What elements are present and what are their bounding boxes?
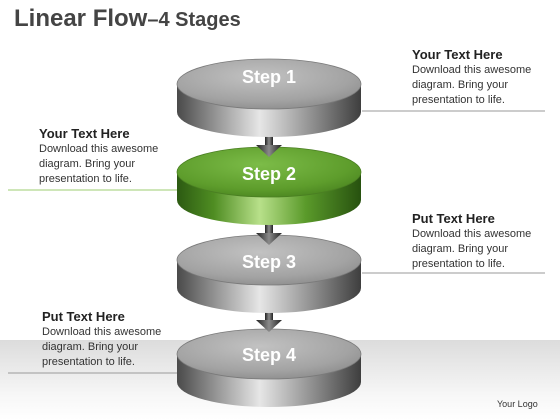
- note-heading-1: Your Text Here: [412, 47, 503, 62]
- stage-label-2: Step 2: [242, 164, 296, 184]
- title-main: Linear Flow: [14, 5, 148, 32]
- text-note-4: Put Text Here Download this awesome diag…: [42, 309, 192, 370]
- note-heading-2: Your Text Here: [39, 126, 130, 141]
- slide-title: Linear Flow–4 Stages: [14, 5, 241, 33]
- flow-arrow-1: [256, 133, 282, 157]
- flow-arrow-3: [256, 308, 282, 332]
- text-note-1: Your Text Here Download this awesome dia…: [412, 47, 560, 108]
- note-heading-4: Put Text Here: [42, 309, 125, 324]
- title-separator: –: [147, 9, 159, 31]
- stage-disk-3: Step 3: [176, 234, 362, 313]
- stage-label-1: Step 1: [242, 67, 296, 87]
- stage-disk-4: Step 4: [176, 328, 362, 407]
- note-body-2: Download this awesome diagram. Bring you…: [39, 143, 159, 185]
- text-note-2: Your Text Here Download this awesome dia…: [39, 126, 189, 187]
- flow-arrow-2: [256, 221, 282, 245]
- note-body-4: Download this awesome diagram. Bring you…: [42, 326, 162, 368]
- logo-placeholder: Your Logo: [497, 399, 538, 409]
- stage-label-4: Step 4: [242, 345, 296, 365]
- stage-disk-2: Step 2: [176, 146, 362, 225]
- note-body-3: Download this awesome diagram. Bring you…: [412, 228, 532, 270]
- title-sub: 4 Stages: [158, 9, 241, 31]
- note-heading-3: Put Text Here: [412, 211, 495, 226]
- stage-disk-1: Step 1: [176, 58, 362, 137]
- text-note-3: Put Text Here Download this awesome diag…: [412, 211, 560, 272]
- note-body-1: Download this awesome diagram. Bring you…: [412, 64, 532, 106]
- stage-label-3: Step 3: [242, 252, 296, 272]
